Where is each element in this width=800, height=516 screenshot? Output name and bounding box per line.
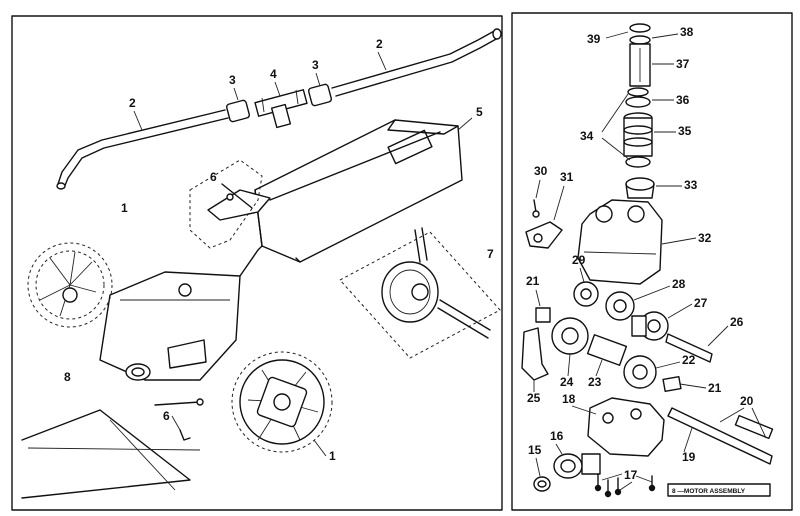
label-33: 33 <box>684 178 698 192</box>
label-7: 7 <box>487 247 494 261</box>
label-30: 30 <box>534 164 548 178</box>
right-labels: 39 38 37 36 34 35 30 31 33 32 29 21 28 2… <box>526 25 767 495</box>
label-21-upper: 21 <box>526 274 540 288</box>
gear-27 <box>631 311 669 341</box>
label-36: 36 <box>676 93 690 107</box>
gear-28 <box>605 291 635 321</box>
label-21-lower: 21 <box>708 381 722 395</box>
label-26: 26 <box>730 315 744 329</box>
label-3-left: 3 <box>229 73 236 87</box>
gear-24 <box>551 317 589 355</box>
label-23: 23 <box>588 375 602 389</box>
label-27: 27 <box>694 296 708 310</box>
label-38: 38 <box>680 25 694 39</box>
right-wheel <box>231 351 333 453</box>
gear-29 <box>573 281 599 307</box>
label-28: 28 <box>672 277 686 291</box>
label-16: 16 <box>550 429 564 443</box>
sprinkler-assembly-drawing <box>21 28 502 499</box>
motor-assembly-drawing <box>521 23 774 498</box>
center-wheel <box>381 227 491 339</box>
label-15: 15 <box>528 443 542 457</box>
motor-assembly-caption: 8 —MOTOR ASSEMBLY <box>672 488 746 495</box>
label-5: 5 <box>476 105 483 119</box>
label-18: 18 <box>562 392 576 406</box>
label-1-lower: 1 <box>329 449 336 463</box>
label-2-right: 2 <box>376 37 383 51</box>
label-17: 17 <box>624 468 638 482</box>
label-22: 22 <box>682 353 696 367</box>
caption-box <box>667 483 771 497</box>
label-3-right: 3 <box>312 58 319 72</box>
label-1-left: 1 <box>121 201 128 215</box>
left-panel-frame <box>11 15 503 511</box>
gear-22 <box>623 355 657 389</box>
left-wheel <box>27 242 113 328</box>
label-31: 31 <box>560 170 574 184</box>
label-32: 32 <box>698 231 712 245</box>
label-34: 34 <box>580 129 594 143</box>
label-39: 39 <box>587 32 601 46</box>
label-24: 24 <box>560 375 574 389</box>
right-panel-frame <box>511 12 793 511</box>
label-35: 35 <box>678 124 692 138</box>
label-20: 20 <box>740 394 754 408</box>
label-2-left: 2 <box>129 96 136 110</box>
label-6-upper: 6 <box>210 170 217 184</box>
label-29: 29 <box>572 253 586 267</box>
label-8: 8 <box>64 370 71 384</box>
label-37: 37 <box>676 57 690 71</box>
label-25: 25 <box>527 391 541 405</box>
bearing-16 <box>553 453 601 479</box>
label-4: 4 <box>270 67 277 81</box>
left-labels: 2 3 4 3 2 5 6 1 7 8 6 1 <box>64 37 494 463</box>
label-6-lower: 6 <box>163 409 170 423</box>
label-19: 19 <box>682 450 696 464</box>
